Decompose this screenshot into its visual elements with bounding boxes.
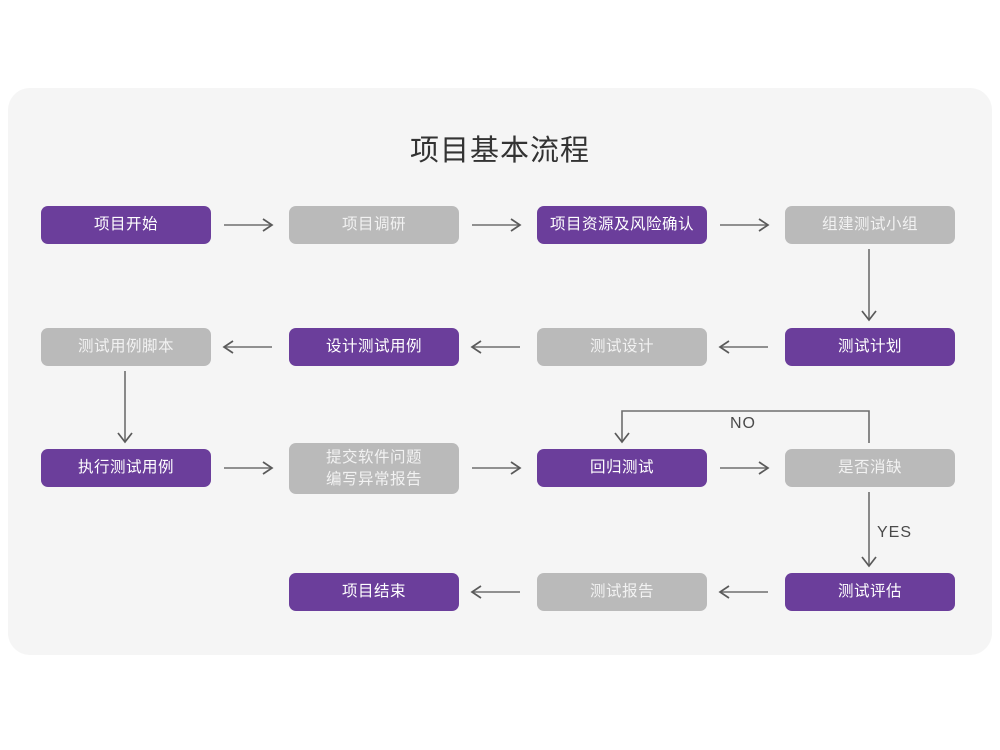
node-resource-risk-confirm[interactable]: 项目资源及风险确认 [537, 206, 707, 244]
node-form-test-team[interactable]: 组建测试小组 [785, 206, 955, 244]
branch-label-yes: YES [877, 524, 913, 541]
node-regression-test[interactable]: 回归测试 [537, 449, 707, 487]
node-design-test-case[interactable]: 设计测试用例 [289, 328, 459, 366]
node-execute-test-case[interactable]: 执行测试用例 [41, 449, 211, 487]
flowchart-card [8, 88, 992, 655]
node-project-research[interactable]: 项目调研 [289, 206, 459, 244]
branch-label-no: NO [730, 415, 756, 432]
node-project-start[interactable]: 项目开始 [41, 206, 211, 244]
node-test-report[interactable]: 测试报告 [537, 573, 707, 611]
page-title: 项目基本流程 [409, 135, 590, 167]
node-test-case-script[interactable]: 测试用例脚本 [41, 328, 211, 366]
node-submit-issue-report[interactable]: 提交软件问题 编写异常报告 [289, 443, 459, 494]
node-defect-cleared-decision[interactable]: 是否消缺 [785, 449, 955, 487]
node-test-design[interactable]: 测试设计 [537, 328, 707, 366]
node-test-plan[interactable]: 测试计划 [785, 328, 955, 366]
node-project-end[interactable]: 项目结束 [289, 573, 459, 611]
node-test-evaluation[interactable]: 测试评估 [785, 573, 955, 611]
